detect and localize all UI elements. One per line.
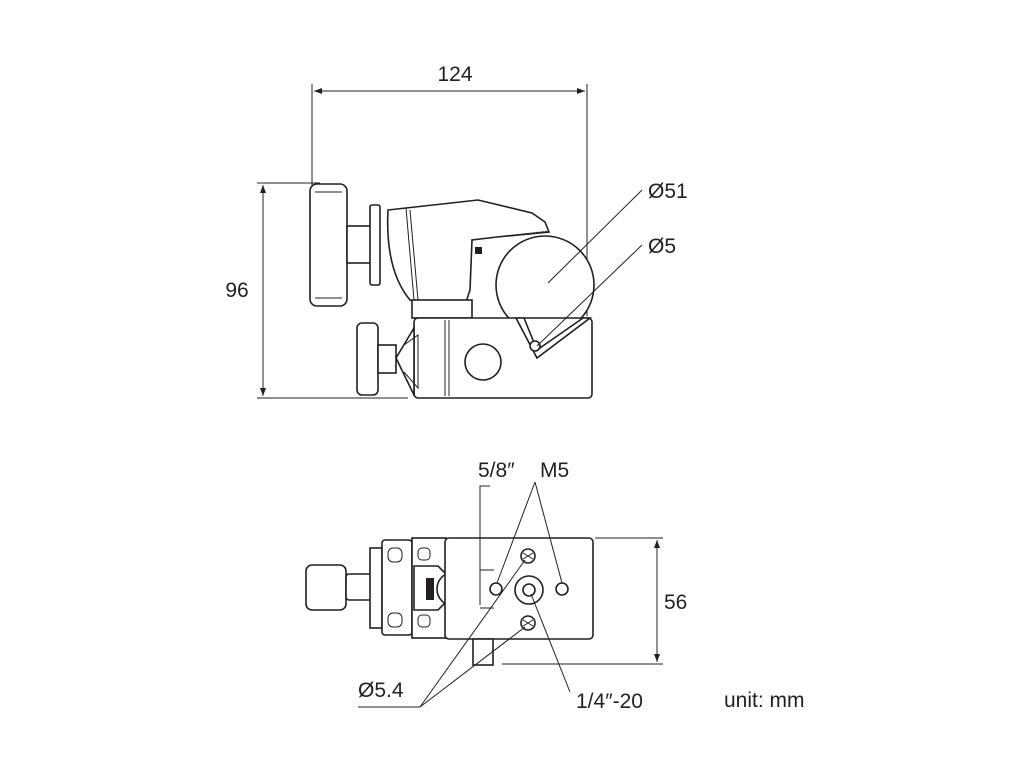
depth-dimension-label: 56 xyxy=(664,591,687,614)
thread-callout: 1/4″-20 xyxy=(530,593,643,713)
stud-label: 5/8″ xyxy=(478,459,515,482)
m5-label: M5 xyxy=(540,459,569,482)
thread-label: 1/4″-20 xyxy=(576,690,643,713)
upper-jaw xyxy=(386,199,551,319)
m5-hole-left xyxy=(489,582,503,596)
thread-hole xyxy=(522,583,536,597)
hole-diameter-callout: Ø5.4 xyxy=(358,559,526,708)
top-knob xyxy=(309,183,381,307)
height-dimension-label: 96 xyxy=(225,279,248,302)
pin-circle xyxy=(529,340,541,352)
pin-diameter-callout: Ø5 xyxy=(536,235,676,347)
width-dimension-label: 124 xyxy=(437,63,472,86)
m5-callout: M5 xyxy=(496,459,569,584)
bottom-knob xyxy=(305,537,472,639)
tube-diameter-callout: Ø51 xyxy=(547,180,688,284)
hole-diameter-label: Ø5.4 xyxy=(358,679,404,702)
depth-dimension: 56 xyxy=(502,537,687,665)
bottom-view: 5/8″ M5 56 Ø5.4 1/4″-20 xyxy=(305,459,687,713)
bottom-block xyxy=(444,537,594,666)
side-view: 124 96 xyxy=(225,63,688,399)
tube-diameter-label: Ø51 xyxy=(648,180,688,203)
stud-dimension: 5/8″ xyxy=(478,459,515,609)
block-hole xyxy=(464,343,502,381)
m5-hole-right xyxy=(555,582,569,596)
pin-diameter-label: Ø5 xyxy=(648,235,676,258)
lower-block xyxy=(356,317,593,399)
unit-note: unit: mm xyxy=(724,689,805,712)
height-dimension: 96 xyxy=(225,182,408,399)
